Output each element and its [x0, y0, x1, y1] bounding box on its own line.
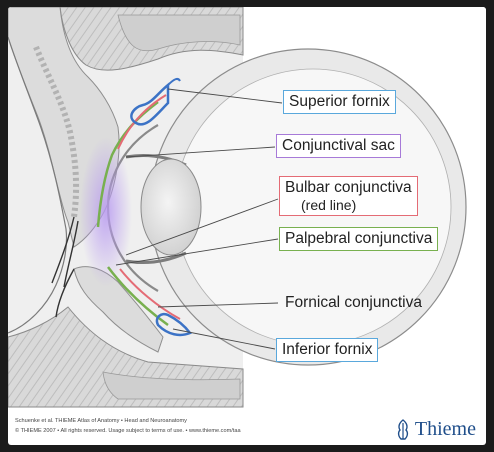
palpebral-conjunctiva-line-lower [107, 266, 169, 327]
inferior-fornix-outline [155, 312, 192, 337]
label-superior-fornix: Superior fornix [283, 90, 396, 114]
bulbar-conjunctiva-line-lower [119, 268, 181, 320]
leader-palpebral [115, 238, 279, 266]
thieme-emblem-icon [397, 418, 408, 440]
label-bulbar-conjunctiva: Bulbar conjunctiva (red line) [279, 176, 418, 216]
label-conjunctival-sac: Conjunctival sac [276, 134, 401, 158]
leader-lines [115, 88, 283, 350]
credit-line-1: Schuenke et al. THIEME Atlas of Anatomy … [15, 418, 187, 424]
eyelash-upper [51, 216, 75, 284]
eyelash-upper-2 [63, 220, 79, 288]
label-fornical-conjunctiva: Fornical conjunctiva [285, 294, 422, 312]
superior-fornix-outline [130, 82, 170, 126]
conjunctival-sac-highlight [80, 137, 132, 287]
label-inferior-fornix-text: Inferior fornix [282, 341, 373, 358]
label-bulbar-line2: (red line) [301, 196, 357, 213]
thieme-logo: Thieme [395, 418, 476, 441]
upper-orbit-cavity [117, 14, 241, 52]
label-fornical-text: Fornical conjunctiva [285, 294, 422, 311]
label-palpebral-conjunctiva: Palpebral conjunctiva [279, 227, 439, 251]
leader-bulbar [125, 198, 279, 256]
lens [140, 158, 202, 256]
face-profile [8, 36, 68, 334]
eyelash-lower [55, 268, 75, 318]
leader-inferior-fornix [172, 328, 276, 350]
lower-orbit-cavity [102, 371, 241, 400]
eyelid-muscle-upper [33, 45, 80, 218]
label-superior-fornix-text: Superior fornix [289, 93, 390, 110]
leader-fornical [157, 302, 279, 308]
leader-superior-fornix [167, 88, 283, 104]
credit-line-2: © THIEME 2007 • All rights reserved. Usa… [15, 428, 241, 434]
fornix-edge-upper [167, 77, 181, 86]
thieme-brand-text: Thieme [414, 418, 476, 440]
label-bulbar-line1: Bulbar conjunctiva [285, 179, 412, 196]
leader-conjunctival-sac [125, 146, 276, 158]
eye-cross-section-illustration [8, 7, 486, 408]
label-inferior-fornix: Inferior fornix [276, 338, 379, 362]
label-palpebral-text: Palpebral conjunctiva [285, 230, 433, 247]
figure-frame: Superior fornix Conjunctival sac Bulbar … [8, 7, 486, 445]
bulbar-conjunctiva-line-upper [117, 94, 167, 150]
label-conjunctival-sac-text: Conjunctival sac [282, 137, 395, 154]
